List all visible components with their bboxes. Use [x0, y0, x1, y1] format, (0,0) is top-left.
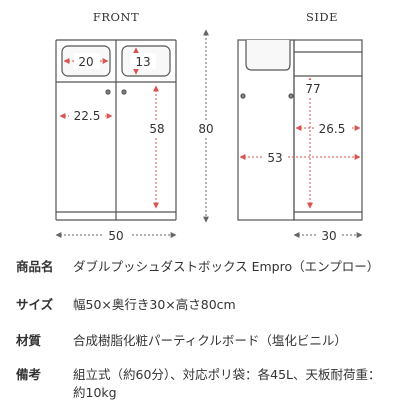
spec-value: ダブルプッシュダストボックス Empro（エンプロー）	[73, 259, 380, 274]
lower-width-value: 22.5	[74, 109, 101, 123]
spec-key: 備考	[16, 367, 42, 382]
spec-key: サイズ	[16, 297, 54, 312]
side-dim-inner-depth: 26.5	[295, 120, 361, 136]
side-dim-total-depth: 30	[293, 227, 363, 243]
lower-height-value: 58	[149, 122, 164, 136]
spec-value-line2: 約10kg	[73, 385, 117, 400]
side-dim-inner-height: 77	[302, 77, 326, 209]
spec-value-line1: 組立式（約60分）、対応ポリ袋：各45L、天板耐荷重：	[73, 367, 381, 382]
upper-left-width-value: 20	[78, 55, 93, 69]
front-dim-total-height: 80	[194, 29, 218, 223]
upper-right-height-value: 13	[135, 55, 150, 69]
side-total-value: 53	[267, 151, 282, 165]
front-dim-lower-width: 22.5	[59, 107, 113, 123]
front-dim-total-width: 50	[55, 227, 177, 243]
total-depth-value: 30	[321, 229, 336, 243]
total-width-value: 50	[108, 229, 123, 243]
side-view-label: SIDE	[306, 10, 338, 24]
front-view-label: FRONT	[93, 10, 139, 24]
total-height-value: 80	[198, 122, 213, 136]
front-dim-lower-height: 58	[146, 85, 168, 209]
spec-key: 商品名	[16, 259, 54, 274]
front-dim-upper-height: 13	[130, 47, 156, 75]
inner-height-value: 77	[305, 82, 320, 96]
spec-key: 材質	[16, 333, 42, 348]
inner-depth-value: 26.5	[319, 122, 346, 136]
side-dim-overall-depth: 53	[239, 149, 361, 165]
side-cabinet	[237, 39, 363, 221]
spec-value: 合成樹脂化粧パーティクルボード（塩化ビニル）	[73, 333, 347, 348]
front-dim-upper-width: 20	[63, 53, 109, 69]
spec-value: 幅50×奥行き30×高さ80cm	[73, 297, 236, 312]
